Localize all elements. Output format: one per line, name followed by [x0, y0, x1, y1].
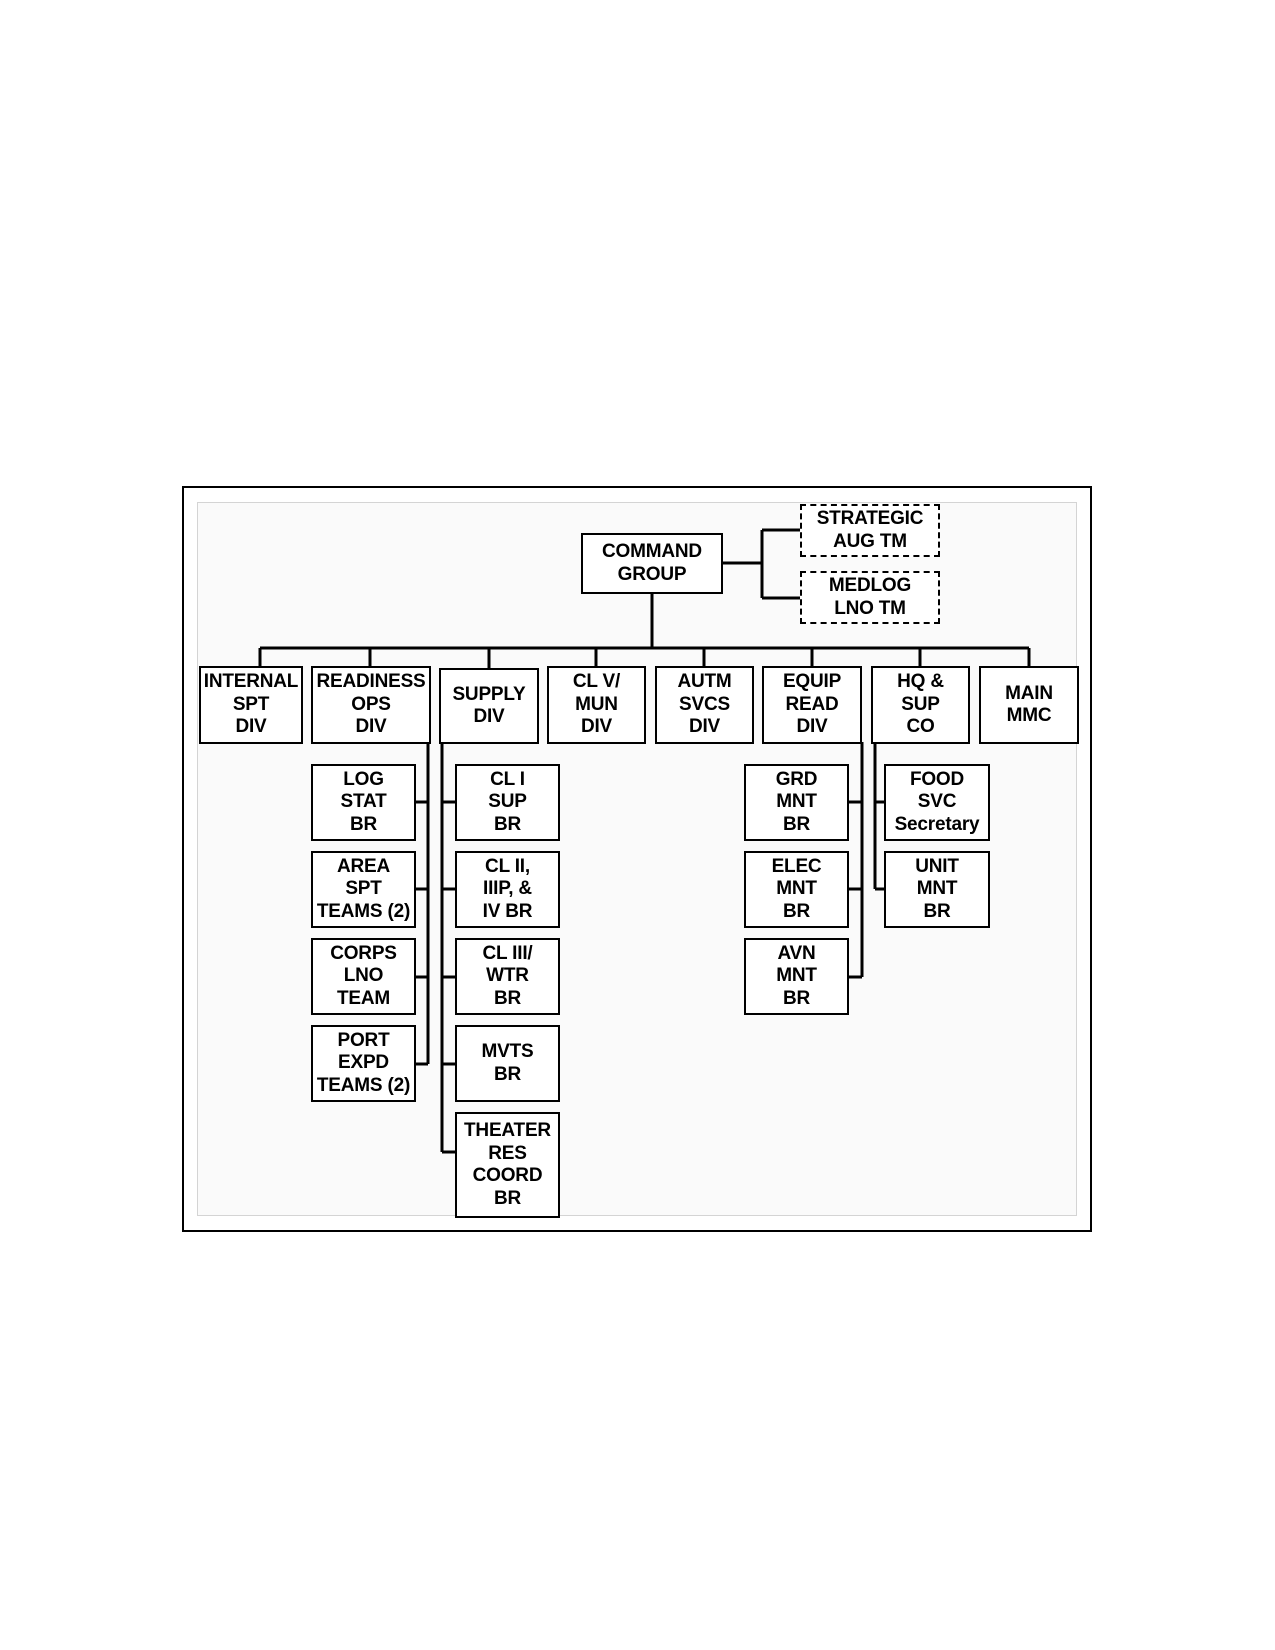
command-group-box: COMMAND GROUP — [581, 533, 723, 594]
connector-supply-branches — [440, 742, 455, 1154]
branch-food-svc: FOOD SVC Secretary — [884, 764, 990, 841]
division-label: SUPPLY DIV — [452, 683, 526, 728]
branch-unit-mnt: UNIT MNT BR — [884, 851, 990, 928]
connector-hq-branches — [873, 742, 884, 891]
branch-label: THEATER RES COORD BR — [464, 1120, 551, 1209]
branch-label: CL III/ WTR BR — [482, 942, 533, 1009]
branch-port-expd-teams: PORT EXPD TEAMS (2) — [311, 1025, 416, 1102]
branch-cl-iii-wtr: CL III/ WTR BR — [455, 938, 560, 1015]
division-main-mmc: MAIN MMC — [979, 666, 1079, 744]
division-cl-v-mun: CL V/ MUN DIV — [547, 666, 646, 744]
connector-readiness-branches — [416, 742, 430, 1066]
branch-label: MVTS BR — [481, 1041, 534, 1085]
medlog-lno-tm-label: MEDLOG LNO TM — [828, 575, 912, 619]
division-drops — [258, 648, 1031, 678]
branch-label: ELEC MNT BR — [771, 855, 822, 922]
connector-command-to-aug — [723, 528, 800, 600]
branch-label: UNIT MNT BR — [915, 855, 959, 922]
branch-avn-mnt: AVN MNT BR — [744, 938, 849, 1015]
division-internal-spt: INTERNAL SPT DIV — [199, 666, 303, 744]
division-label: MAIN MMC — [1005, 682, 1053, 727]
branch-label: FOOD SVC Secretary — [894, 768, 980, 835]
branch-elec-mnt: ELEC MNT BR — [744, 851, 849, 928]
command-group-label: COMMAND GROUP — [602, 541, 702, 585]
branch-cl-i-sup: CL I SUP BR — [455, 764, 560, 841]
division-readiness-ops: READINESS OPS DIV — [311, 666, 431, 744]
division-label: AUTM SVCS DIV — [677, 671, 732, 738]
division-label: CL V/ MUN DIV — [572, 671, 621, 738]
branch-label: AVN MNT BR — [776, 942, 817, 1009]
medlog-lno-tm-box: MEDLOG LNO TM — [800, 571, 940, 624]
division-label: INTERNAL SPT DIV — [203, 671, 299, 738]
branch-label: LOG STAT BR — [340, 768, 387, 835]
strategic-aug-tm-box: STRATEGIC AUG TM — [800, 504, 940, 557]
connector-equip-branches — [849, 742, 864, 979]
branch-label: GRD MNT BR — [775, 768, 818, 835]
branch-label: PORT EXPD TEAMS (2) — [316, 1029, 411, 1096]
division-autm-svcs: AUTM SVCS DIV — [655, 666, 754, 744]
branch-log-stat: LOG STAT BR — [311, 764, 416, 841]
branch-mvts: MVTS BR — [455, 1025, 560, 1102]
branch-grd-mnt: GRD MNT BR — [744, 764, 849, 841]
branch-area-spt-teams: AREA SPT TEAMS (2) — [311, 851, 416, 928]
division-equip-read: EQUIP READ DIV — [762, 666, 862, 744]
branch-label: CL I SUP BR — [488, 768, 527, 835]
branch-label: CL II, IIIP, & IV BR — [482, 855, 533, 922]
division-supply: SUPPLY DIV — [439, 668, 539, 744]
division-hq-sup-co: HQ & SUP CO — [871, 666, 970, 744]
branch-corps-lno-team: CORPS LNO TEAM — [311, 938, 416, 1015]
division-label: EQUIP READ DIV — [782, 671, 842, 738]
strategic-aug-tm-label: STRATEGIC AUG TM — [816, 508, 924, 552]
division-label: HQ & SUP CO — [897, 671, 944, 738]
branch-label: AREA SPT TEAMS (2) — [316, 855, 411, 922]
division-label: READINESS OPS DIV — [316, 671, 426, 738]
branch-label: CORPS LNO TEAM — [330, 942, 397, 1009]
branch-theater-res-coord: THEATER RES COORD BR — [455, 1112, 560, 1218]
branch-cl-ii-iiip-iv: CL II, IIIP, & IV BR — [455, 851, 560, 928]
